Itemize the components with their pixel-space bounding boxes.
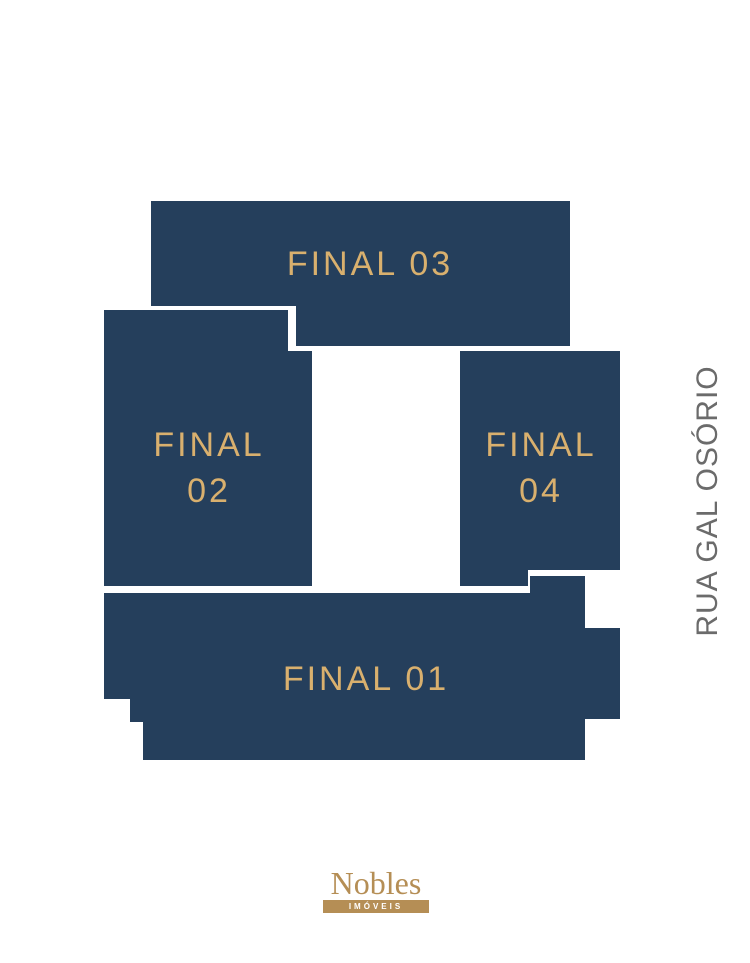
unit-final-01[interactable]: FINAL 01 [104,576,620,760]
unit-final-02[interactable]: FINAL 02 [104,310,312,586]
unit-final-04-label-line1: FINAL [485,426,596,464]
unit-final-03-label: FINAL 03 [287,245,453,283]
street-name: RUA GAL OSÓRIO [691,365,724,637]
unit-final-03[interactable]: FINAL 03 [151,201,570,346]
unit-final-03-shape[interactable] [151,201,570,346]
unit-final-04[interactable]: FINAL 04 [460,351,620,586]
unit-final-01-label: FINAL 01 [283,660,449,698]
unit-final-02-label-line2: 02 [187,472,231,510]
brand-logo: Nobles IMÓVEIS [323,866,429,913]
logo-wordmark: Nobles [330,865,422,901]
unit-final-01-shape[interactable] [104,576,620,760]
unit-final-04-label-line2: 04 [519,472,563,510]
unit-final-02-shape[interactable] [104,310,312,586]
logo-tagline: IMÓVEIS [323,900,429,913]
unit-final-04-shape[interactable] [460,351,620,586]
unit-final-02-label-line1: FINAL [153,426,264,464]
